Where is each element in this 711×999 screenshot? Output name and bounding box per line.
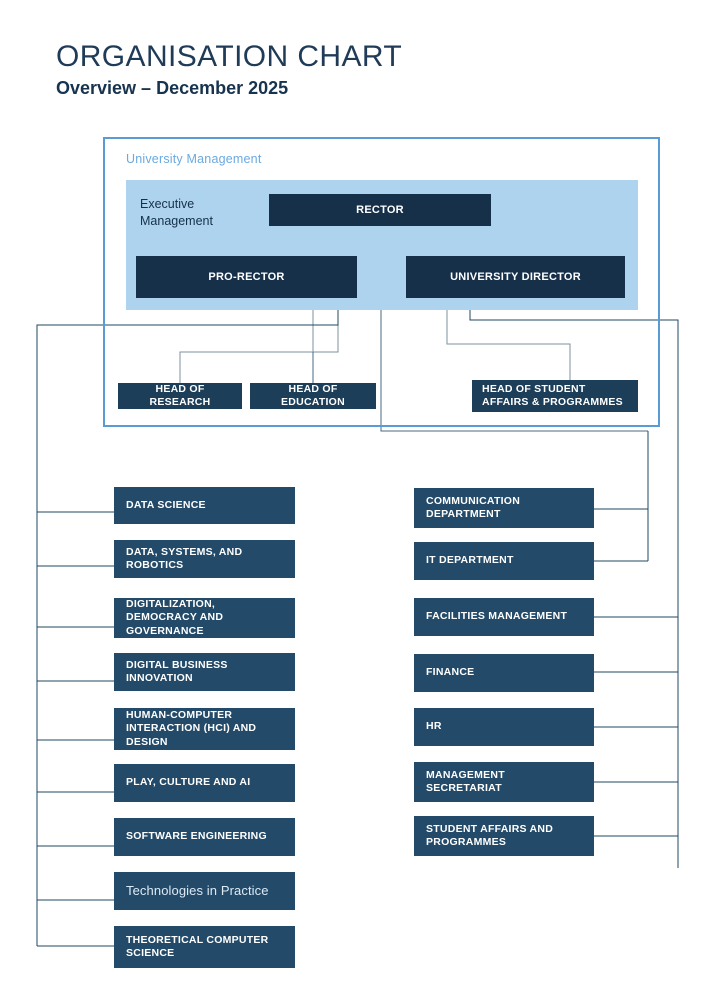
- department-theoretical-computer-science[interactable]: THEORETICAL COMPUTER SCIENCE: [114, 926, 295, 968]
- department-digitalization-democracy-and-governance[interactable]: DIGITALIZATION, DEMOCRACY AND GOVERNANCE: [114, 598, 295, 638]
- department-technologies-in-practice[interactable]: Technologies in Practice: [114, 872, 295, 910]
- unit-facilities-management[interactable]: FACILITIES MANAGEMENT: [414, 598, 594, 636]
- node-head-of-education-label: HEAD OF EDUCATION: [281, 382, 345, 408]
- university-management-frame: [103, 137, 660, 427]
- node-pro-rector-label: PRO-RECTOR: [208, 270, 285, 283]
- title-block: ORGANISATION CHART Overview – December 2…: [56, 40, 616, 99]
- node-university-director[interactable]: UNIVERSITY DIRECTOR: [406, 256, 625, 298]
- page-title: ORGANISATION CHART: [56, 40, 403, 73]
- unit-it-department[interactable]: IT DEPARTMENT: [414, 542, 594, 580]
- node-label: Technologies in Practice: [126, 882, 269, 898]
- node-label: DIGITAL BUSINESS INNOVATION: [126, 658, 228, 684]
- node-label: PLAY, CULTURE AND AI: [126, 776, 251, 789]
- node-head-of-research[interactable]: HEAD OF RESEARCH: [118, 383, 242, 409]
- node-label: MANAGEMENT SECRETARIAT: [426, 768, 505, 794]
- node-label: IT DEPARTMENT: [426, 554, 514, 567]
- node-head-of-student-affairs-label: HEAD OF STUDENT AFFAIRS & PROGRAMMES: [482, 382, 623, 408]
- department-play-culture-and-ai[interactable]: PLAY, CULTURE AND AI: [114, 764, 295, 802]
- node-label: HR: [426, 720, 442, 733]
- node-head-of-research-label: HEAD OF RESEARCH: [149, 382, 211, 408]
- frame-label: University Management: [126, 152, 262, 166]
- node-label: DATA, SYSTEMS, AND ROBOTICS: [126, 545, 243, 571]
- node-label: HUMAN-COMPUTER INTERACTION (HCI) AND DES…: [126, 708, 257, 748]
- unit-management-secretariat[interactable]: MANAGEMENT SECRETARIAT: [414, 762, 594, 802]
- node-head-of-education[interactable]: HEAD OF EDUCATION: [250, 383, 376, 409]
- node-university-director-label: UNIVERSITY DIRECTOR: [450, 270, 581, 283]
- department-digital-business-innovation[interactable]: DIGITAL BUSINESS INNOVATION: [114, 653, 295, 691]
- unit-communication-department[interactable]: COMMUNICATION DEPARTMENT: [414, 488, 594, 528]
- node-rector[interactable]: RECTOR: [269, 194, 491, 226]
- node-head-of-student-affairs[interactable]: HEAD OF STUDENT AFFAIRS & PROGRAMMES: [472, 380, 638, 412]
- department-data-systems-and-robotics[interactable]: DATA, SYSTEMS, AND ROBOTICS: [114, 540, 295, 578]
- node-label: THEORETICAL COMPUTER SCIENCE: [126, 933, 269, 959]
- node-rector-label: RECTOR: [356, 203, 404, 216]
- node-label: FINANCE: [426, 666, 475, 679]
- unit-finance[interactable]: FINANCE: [414, 654, 594, 692]
- node-label: SOFTWARE ENGINEERING: [126, 830, 267, 843]
- node-pro-rector[interactable]: PRO-RECTOR: [136, 256, 357, 298]
- executive-management-label: Executive Management: [140, 197, 213, 228]
- unit-hr[interactable]: HR: [414, 708, 594, 746]
- department-human-computer-interaction-hci-and-design[interactable]: HUMAN-COMPUTER INTERACTION (HCI) AND DES…: [114, 708, 295, 750]
- unit-student-affairs-and-programmes[interactable]: STUDENT AFFAIRS AND PROGRAMMES: [414, 816, 594, 856]
- node-label: STUDENT AFFAIRS AND PROGRAMMES: [426, 822, 554, 848]
- node-label: DIGITALIZATION, DEMOCRACY AND GOVERNANCE: [126, 597, 224, 637]
- department-software-engineering[interactable]: SOFTWARE ENGINEERING: [114, 818, 295, 856]
- page-subtitle: Overview – December 2025: [56, 77, 289, 98]
- node-label: COMMUNICATION DEPARTMENT: [426, 494, 521, 520]
- department-data-science[interactable]: DATA SCIENCE: [114, 487, 295, 524]
- node-label: DATA SCIENCE: [126, 498, 206, 511]
- node-label: FACILITIES MANAGEMENT: [426, 610, 568, 623]
